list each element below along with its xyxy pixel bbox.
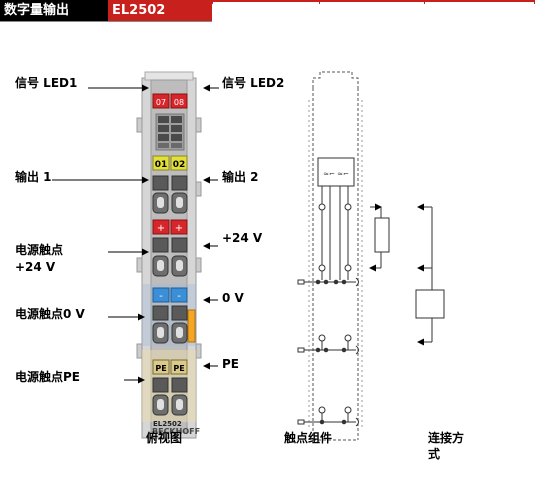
pe-right-label: PE (173, 364, 184, 373)
label-power-contact-24v-value: +24 V (15, 260, 56, 274)
minus-right-label: - (177, 291, 181, 302)
header-tick (424, 0, 425, 4)
led-left-label: 07 (156, 98, 166, 107)
svg-text:≈⌐ ≈⌐: ≈⌐ ≈⌐ (323, 170, 349, 178)
minus-left-label: - (159, 291, 163, 302)
label-output1: 输出 1 (15, 170, 52, 184)
label-signal-led1: 信号 LED1 (15, 76, 78, 90)
header-tick (212, 0, 213, 4)
label-pe: PE (222, 357, 239, 371)
indicator-windows (155, 113, 185, 151)
plus-right-label: + (175, 223, 183, 234)
pe-contacts: PE PE (142, 350, 196, 422)
connection-method-diagram (369, 203, 445, 346)
label-zero-v: 0 V (222, 291, 244, 305)
label-power-contact-0v: 电源触点0 V (15, 307, 85, 321)
label-output2: 输出 2 (222, 170, 259, 184)
header-red-line (212, 0, 535, 2)
header-title: 数字量输出 (0, 0, 108, 21)
label-power-contact-24v: 电源触点 (15, 243, 64, 257)
terminal-slots-output (152, 175, 188, 214)
caption-connection-method: 连接方 (428, 431, 465, 445)
header-model: EL2502 (108, 0, 212, 21)
header-tick (319, 0, 320, 4)
contact-assembly-diagram: ≈⌐ ≈⌐ (297, 71, 363, 441)
led-right-label: 08 (174, 98, 184, 107)
header-underline (0, 21, 212, 22)
caption-contact-assembly: 触点组件 (284, 431, 333, 445)
led-block: 07 08 (152, 93, 188, 109)
label-power-contact-pe: 电源触点PE (15, 370, 80, 384)
label-signal-led2: 信号 LED2 (222, 76, 285, 90)
channel-labels: 01 02 (152, 155, 188, 171)
caption-connection-method-cont: 式 (428, 447, 441, 461)
pointer-lines (52, 84, 219, 384)
channel-right-label: 02 (173, 160, 186, 170)
pe-left-label: PE (155, 364, 166, 373)
plus-24v-contacts: + + (152, 219, 188, 277)
label-plus-24v: +24 V (222, 231, 263, 245)
zero-v-contacts: - - (142, 284, 196, 346)
plus-left-label: + (157, 223, 165, 234)
terminal-model-label: EL2502 (153, 420, 182, 428)
header-bar: 数字量输出 EL2502 (0, 0, 535, 22)
caption-side-view: 俯视图 (146, 431, 183, 445)
brand-logo: BECKHOFF (152, 427, 200, 436)
channel-left-label: 01 (155, 160, 168, 170)
